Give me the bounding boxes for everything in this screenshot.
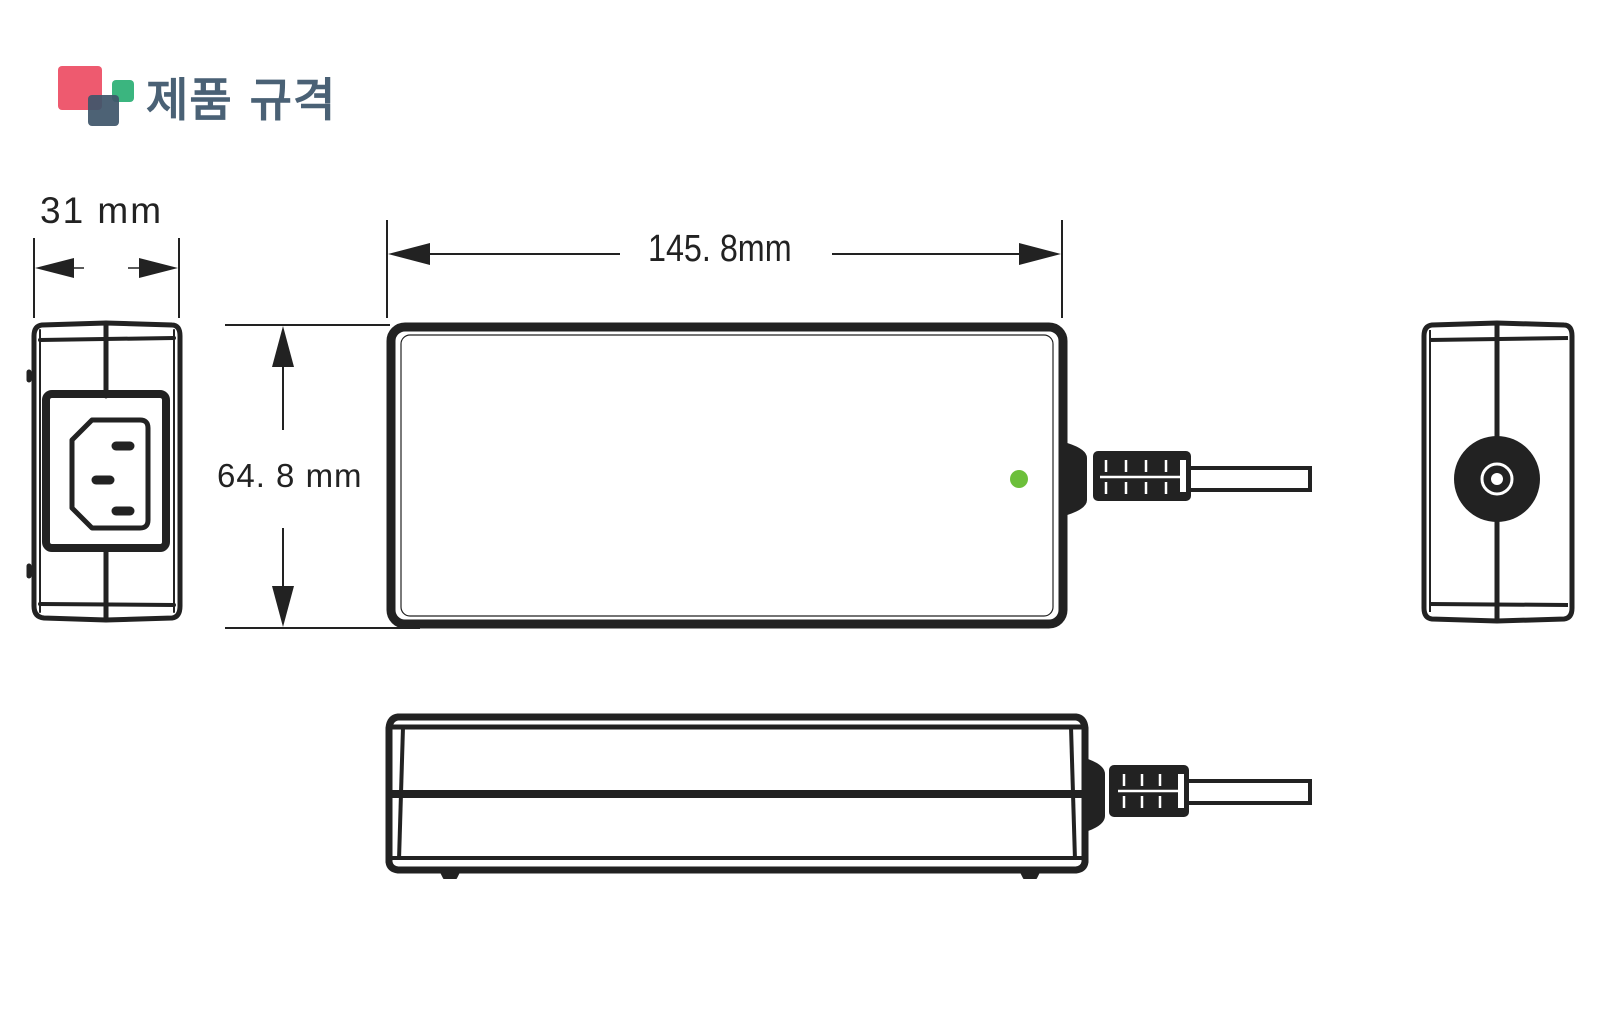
- side-view-cable: [1087, 758, 1312, 832]
- logo-slate-square: [88, 95, 119, 126]
- logo-icon: [58, 66, 138, 130]
- output-end-view: [1421, 320, 1575, 624]
- dimension-depth: [33, 238, 180, 318]
- input-end-view: [26, 320, 183, 623]
- top-view-cable: [1066, 442, 1312, 516]
- depth-label: 31 mm: [40, 190, 164, 231]
- dimension-height: [225, 324, 420, 629]
- length-label: 145. 8mm: [648, 228, 792, 270]
- section-header: 제품 규격: [58, 66, 335, 130]
- height-label: 64. 8 mm: [217, 457, 363, 494]
- side-view: [385, 713, 1089, 879]
- page-title: 제품 규격: [146, 73, 337, 127]
- led-indicator: [1010, 470, 1028, 488]
- top-view: [386, 322, 1068, 629]
- dimension-length: [386, 220, 1063, 318]
